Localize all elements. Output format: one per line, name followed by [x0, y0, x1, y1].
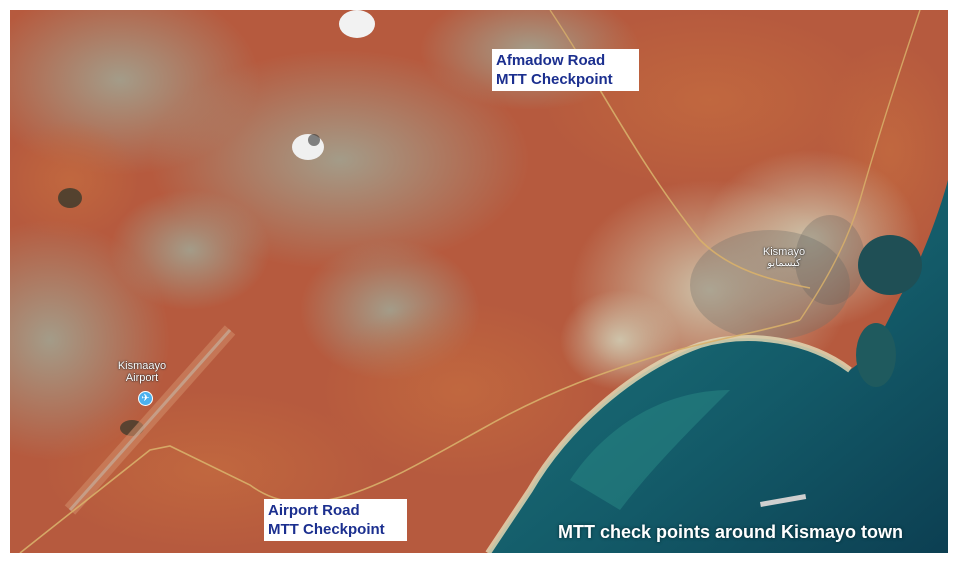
airport-place-line2: Airport [125, 372, 159, 384]
town-name-local: كيسمايو [767, 258, 801, 269]
kismaayo-airport-place-label: Kismaayo Airport [114, 360, 170, 384]
map-caption: MTT check points around Kismayo town [558, 522, 904, 542]
afmadow-road-checkpoint-label: Afmadow Road MTT Checkpoint [492, 49, 639, 91]
airport-label-line1: Airport Road [268, 502, 360, 519]
satellite-map[interactable]: Afmadow Road MTT Checkpoint Airport Road… [10, 10, 948, 553]
map-terrain [10, 10, 948, 553]
airport-road-checkpoint-label: Airport Road MTT Checkpoint [264, 499, 407, 541]
airport-pin-icon[interactable]: ✈ [138, 391, 153, 406]
town-name: Kismayo [762, 246, 806, 258]
afmadow-label-line1: Afmadow Road [496, 52, 606, 69]
airport-label-line2: MTT Checkpoint [268, 521, 385, 538]
afmadow-label-line2: MTT Checkpoint [496, 71, 613, 88]
airport-place-line1: Kismaayo [117, 360, 167, 372]
kismayo-town-place-label: Kismayo كيسمايو [758, 246, 810, 270]
